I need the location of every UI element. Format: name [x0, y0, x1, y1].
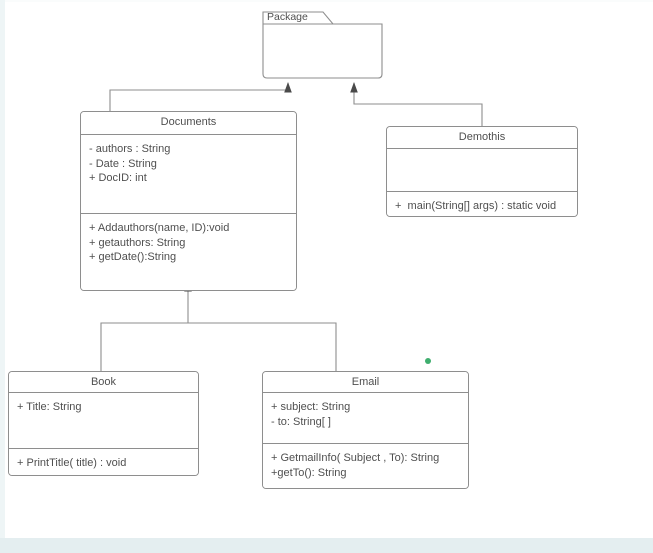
class-box-book[interactable]: Book + Title: String + PrintTitle( title…: [8, 371, 199, 476]
method-row: + getDate():String: [89, 251, 177, 263]
method-row: + GetmailInfo( Subject , To): String: [271, 452, 440, 464]
green-marker-dot: [425, 358, 431, 364]
connector-demothis-package: [353, 83, 483, 126]
attribute-row: + DocID: int: [89, 172, 147, 184]
class-attributes-documents: - authors : String - Date : String + Doc…: [81, 135, 296, 213]
class-methods-book: + PrintTitle( title) : void: [9, 448, 198, 475]
class-box-demothis[interactable]: Demothis + main(String[] args) : static …: [386, 126, 578, 217]
method-row: + getauthors: String: [89, 236, 186, 249]
class-attributes-email: + subject: String - to: String[ ]: [263, 393, 468, 443]
attribute-row: + Title: String: [17, 401, 82, 413]
arrowhead-demothis-package: [350, 82, 358, 93]
arrowhead-documents-package: [284, 82, 292, 93]
attribute-row: - Date : String: [89, 157, 157, 170]
class-title-demothis: Demothis: [387, 127, 577, 149]
method-row: + PrintTitle( title) : void: [17, 457, 127, 469]
class-box-email[interactable]: Email + subject: String - to: String[ ] …: [262, 371, 469, 489]
class-title-email: Email: [263, 372, 468, 393]
attribute-row: - to: String[ ]: [271, 415, 331, 428]
class-methods-email: + GetmailInfo( Subject , To): String +ge…: [263, 443, 468, 488]
canvas-top-edge: [0, 0, 653, 2]
class-attributes-demothis: [387, 149, 577, 191]
package-label: Package: [267, 11, 308, 23]
attribute-row: + subject: String: [271, 401, 351, 413]
canvas-left-edge: [0, 0, 5, 538]
attribute-row: - authors : String: [89, 143, 171, 155]
class-methods-documents: + Addauthors(name, ID):void + getauthors…: [81, 213, 296, 290]
package-shape[interactable]: Package: [261, 10, 384, 80]
method-row: + Addauthors(name, ID):void: [89, 222, 230, 234]
canvas-bottom-edge: [0, 538, 653, 553]
class-title-book: Book: [9, 372, 198, 393]
class-box-documents[interactable]: Documents - authors : String - Date : St…: [80, 111, 297, 291]
connector-documents-package: [109, 83, 289, 111]
class-methods-demothis: + main(String[] args) : static void: [387, 191, 577, 216]
class-title-documents: Documents: [81, 112, 296, 135]
method-row: +getTo(): String: [271, 466, 347, 479]
class-attributes-book: + Title: String: [9, 393, 198, 448]
method-row: + main(String[] args) : static void: [395, 200, 557, 212]
connector-subclasses-trunk: [100, 322, 337, 371]
